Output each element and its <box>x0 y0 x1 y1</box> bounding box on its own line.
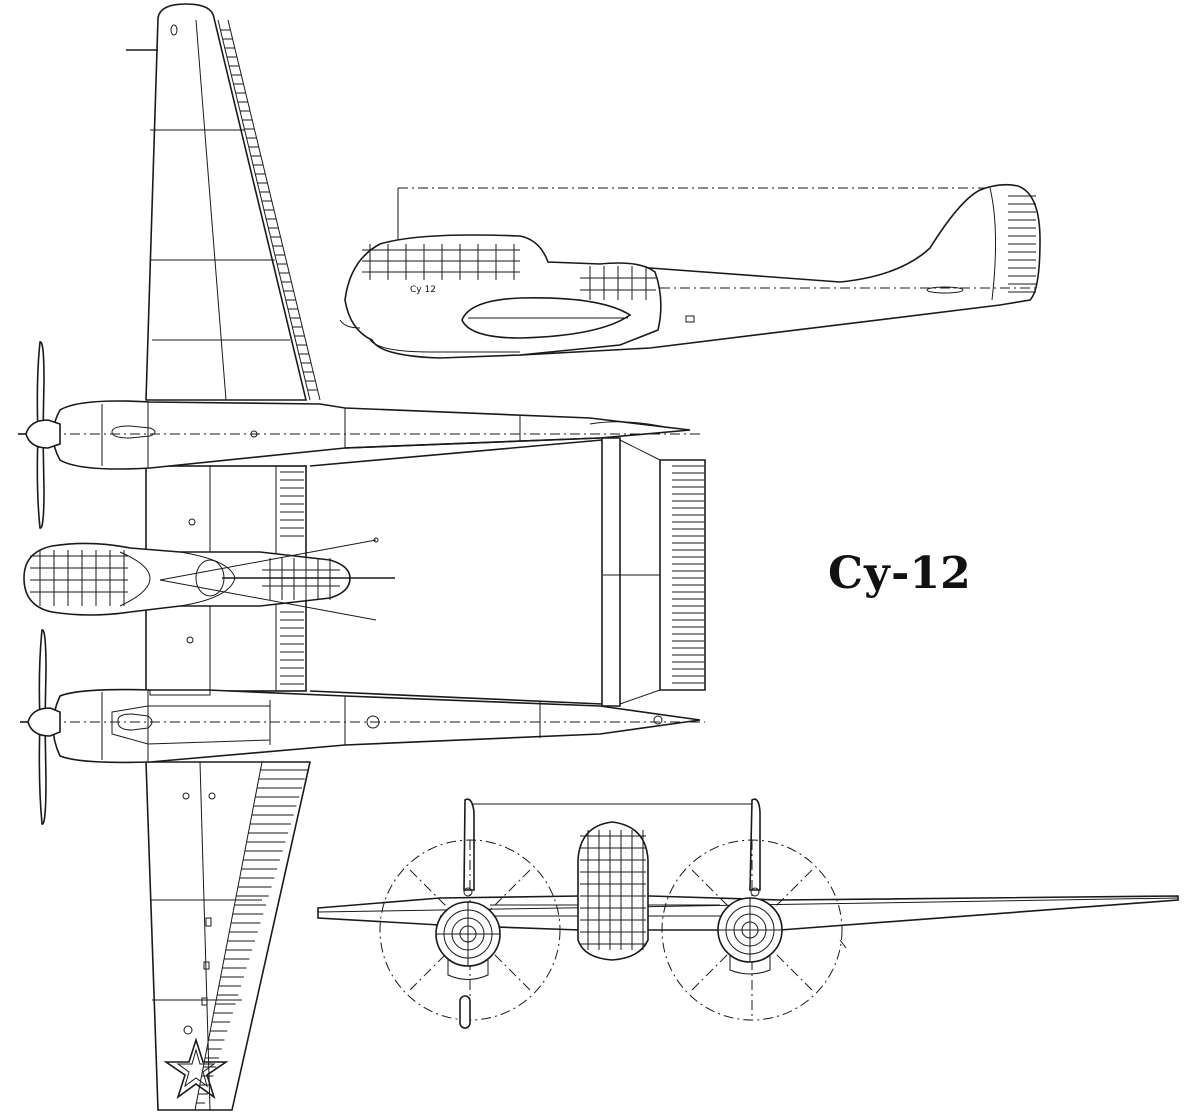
front-engine-left <box>435 901 501 980</box>
aircraft-title: Су-12 <box>828 548 971 599</box>
lower-boom <box>30 688 705 764</box>
lower-wing <box>145 761 311 1111</box>
lower-propeller <box>20 629 61 825</box>
central-nacelle <box>23 537 395 621</box>
plan-view <box>18 3 706 1111</box>
fuselage-label: Су 12 <box>410 285 436 295</box>
front-view <box>317 798 1179 1029</box>
front-engine-right <box>717 897 783 975</box>
upper-propeller <box>18 341 61 529</box>
upper-boom <box>30 400 700 470</box>
upper-wing <box>126 3 321 401</box>
side-view: Су 12 <box>339 183 1041 359</box>
tailplane <box>309 437 706 707</box>
